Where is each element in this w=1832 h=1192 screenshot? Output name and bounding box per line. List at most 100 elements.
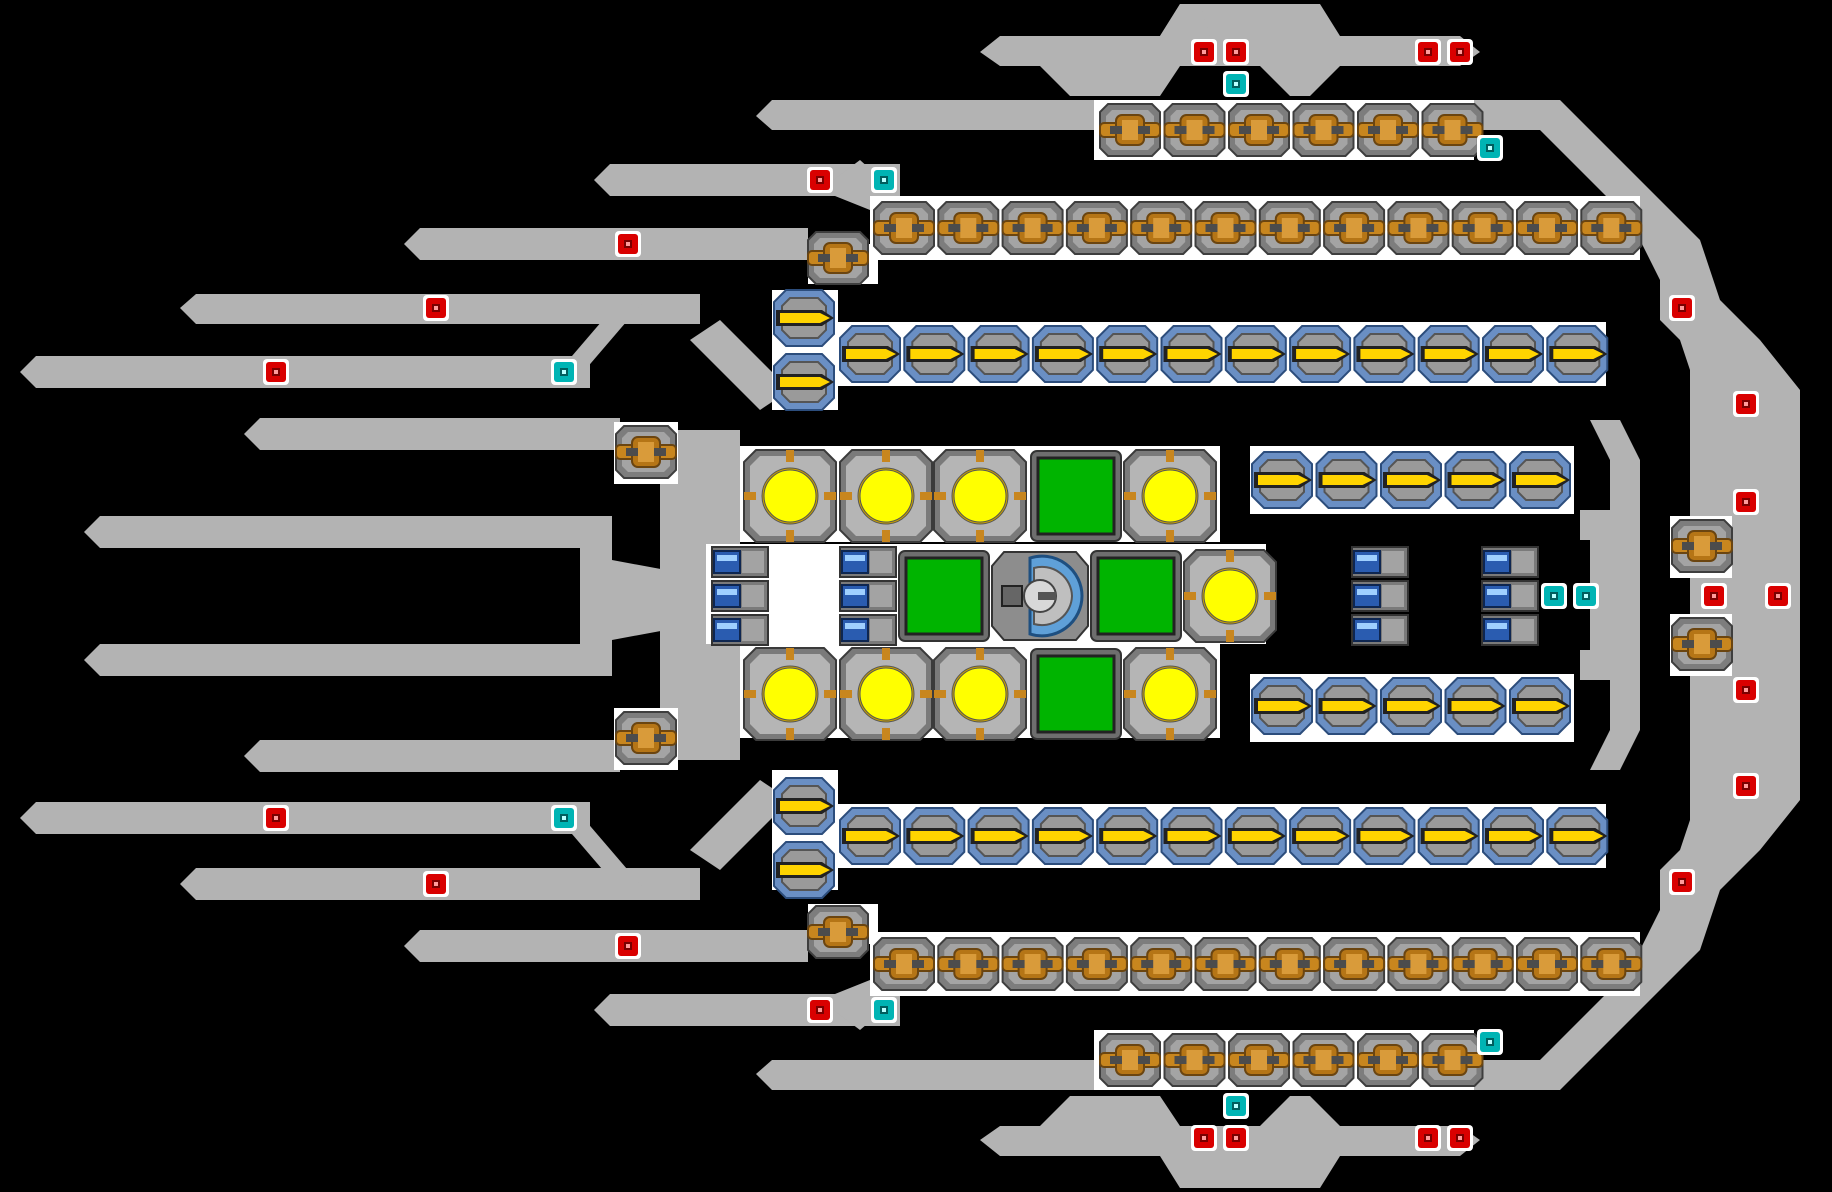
cannon-turret-icon bbox=[1671, 519, 1733, 573]
cannon-turret-icon bbox=[807, 231, 869, 285]
reactor-core-icon bbox=[838, 448, 934, 544]
laser-turret-icon bbox=[1031, 807, 1094, 865]
red-connector-node bbox=[1191, 1125, 1217, 1151]
laser-turret-icon bbox=[1096, 807, 1159, 865]
cannon-turret-icon bbox=[1580, 937, 1643, 991]
thruster-icon bbox=[1351, 580, 1409, 612]
laser-turret-icon bbox=[1509, 677, 1571, 735]
cyan-connector-node bbox=[1223, 1093, 1249, 1119]
laser-turret-icon bbox=[839, 807, 901, 865]
red-connector-node bbox=[263, 805, 289, 831]
cannon-turret-icon bbox=[1516, 201, 1578, 255]
reactor-core-icon bbox=[838, 646, 934, 742]
red-connector-node bbox=[1447, 39, 1473, 65]
laser-turret-icon bbox=[1289, 807, 1352, 865]
cannon-turret-icon bbox=[1258, 937, 1321, 991]
cannon-turret-icon bbox=[1421, 103, 1484, 157]
laser-turret-icon bbox=[1417, 325, 1480, 383]
reactor-core-icon bbox=[1182, 548, 1278, 644]
cannon-turret-icon bbox=[615, 425, 677, 479]
reactor-core-icon bbox=[1122, 646, 1218, 742]
laser-turret-icon bbox=[1353, 807, 1416, 865]
laser-turret-icon bbox=[1289, 325, 1352, 383]
cyan-connector-node bbox=[1573, 583, 1599, 609]
thruster-icon bbox=[839, 614, 897, 646]
cannon-turret-icon bbox=[1357, 1033, 1419, 1087]
power-block-icon bbox=[897, 549, 991, 643]
cannon-turret-icon bbox=[937, 201, 1000, 255]
command-bridge-icon bbox=[991, 551, 1089, 641]
reactor-core-icon bbox=[932, 646, 1028, 742]
laser-turret-icon bbox=[903, 325, 966, 383]
cannon-turret-icon bbox=[1258, 201, 1321, 255]
cannon-turret-icon bbox=[1163, 1033, 1226, 1087]
thruster-icon bbox=[711, 546, 769, 578]
reactor-core-icon bbox=[742, 448, 838, 544]
red-connector-node bbox=[1733, 773, 1759, 799]
red-connector-node bbox=[1733, 391, 1759, 417]
red-connector-node bbox=[1415, 1125, 1441, 1151]
laser-turret-icon bbox=[1380, 677, 1442, 735]
cyan-connector-node bbox=[551, 359, 577, 385]
red-connector-node bbox=[1223, 39, 1249, 65]
laser-turret-icon bbox=[1251, 677, 1313, 735]
thruster-icon bbox=[711, 580, 769, 612]
thruster-icon bbox=[839, 546, 897, 578]
thruster-icon bbox=[1351, 546, 1409, 578]
laser-turret-icon bbox=[1160, 325, 1223, 383]
cannon-turret-icon bbox=[1671, 617, 1733, 671]
red-connector-node bbox=[1701, 583, 1727, 609]
cannon-turret-icon bbox=[1099, 1033, 1161, 1087]
cannon-turret-icon bbox=[1194, 201, 1257, 255]
laser-turret-icon bbox=[1353, 325, 1416, 383]
cannon-turret-icon bbox=[1292, 1033, 1355, 1087]
laser-turret-icon bbox=[1444, 677, 1507, 735]
red-connector-node bbox=[1223, 1125, 1249, 1151]
cyan-connector-node bbox=[1477, 135, 1503, 161]
cannon-turret-icon bbox=[1130, 201, 1193, 255]
laser-turret-icon bbox=[1417, 807, 1480, 865]
red-connector-node bbox=[807, 997, 833, 1023]
cyan-connector-node bbox=[1223, 71, 1249, 97]
cannon-turret-icon bbox=[807, 905, 869, 959]
laser-turret-icon bbox=[839, 325, 901, 383]
laser-turret-icon bbox=[773, 353, 835, 411]
cannon-turret-icon bbox=[1451, 201, 1514, 255]
cannon-turret-icon bbox=[937, 937, 1000, 991]
cannon-turret-icon bbox=[873, 937, 935, 991]
red-connector-node bbox=[1447, 1125, 1473, 1151]
laser-turret-icon bbox=[967, 325, 1030, 383]
cannon-turret-icon bbox=[1387, 937, 1450, 991]
laser-turret-icon bbox=[1509, 451, 1571, 509]
cannon-turret-icon bbox=[1451, 937, 1514, 991]
laser-turret-icon bbox=[1482, 807, 1544, 865]
cannon-turret-icon bbox=[1323, 201, 1386, 255]
laser-turret-icon bbox=[1251, 451, 1313, 509]
cannon-turret-icon bbox=[1228, 1033, 1290, 1087]
cannon-turret-icon bbox=[1001, 201, 1064, 255]
red-connector-node bbox=[423, 295, 449, 321]
cannon-turret-icon bbox=[873, 201, 935, 255]
cannon-turret-icon bbox=[1357, 103, 1419, 157]
power-block-icon bbox=[1089, 549, 1183, 643]
laser-turret-icon bbox=[773, 777, 835, 835]
laser-turret-icon bbox=[1482, 325, 1544, 383]
laser-turret-icon bbox=[1160, 807, 1223, 865]
thruster-icon bbox=[1481, 580, 1539, 612]
cannon-turret-icon bbox=[1292, 103, 1355, 157]
cannon-turret-icon bbox=[1421, 1033, 1484, 1087]
thruster-icon bbox=[1481, 546, 1539, 578]
laser-turret-icon bbox=[1315, 451, 1378, 509]
thruster-icon bbox=[1481, 614, 1539, 646]
laser-turret-icon bbox=[1546, 807, 1609, 865]
thruster-icon bbox=[839, 580, 897, 612]
laser-turret-icon bbox=[1380, 451, 1442, 509]
cannon-turret-icon bbox=[1228, 103, 1290, 157]
cannon-turret-icon bbox=[1099, 103, 1161, 157]
laser-turret-icon bbox=[903, 807, 966, 865]
cannon-turret-icon bbox=[1580, 201, 1643, 255]
reactor-core-icon bbox=[932, 448, 1028, 544]
cannon-turret-icon bbox=[1065, 201, 1128, 255]
laser-turret-icon bbox=[773, 841, 835, 899]
